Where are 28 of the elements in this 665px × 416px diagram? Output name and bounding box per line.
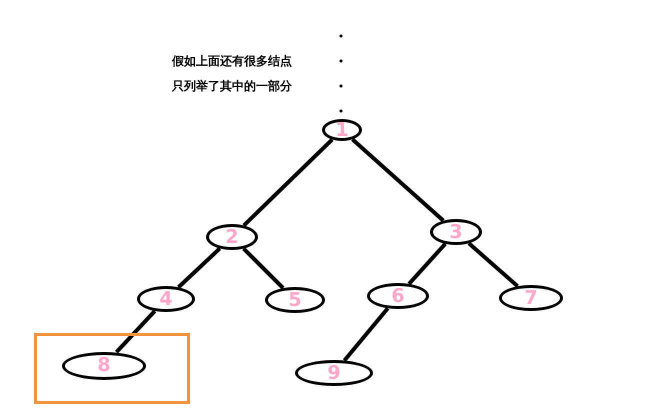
tree-node-ellipse xyxy=(137,286,195,312)
node-number: 4 xyxy=(159,290,173,308)
node-number: 8 xyxy=(97,356,111,375)
tree-node-ellipse xyxy=(322,119,362,141)
tree-edge-line xyxy=(408,242,447,286)
tree-edge-line xyxy=(351,138,445,222)
note-text: 假如上面还有很多结点 xyxy=(172,53,292,70)
tree-node-ellipse xyxy=(499,285,563,311)
tree-node-ellipse xyxy=(206,224,258,250)
tree-node-ellipse xyxy=(62,352,146,380)
tree-edge-line xyxy=(177,247,222,289)
highlight-frame xyxy=(34,332,190,404)
tree-node-ellipse xyxy=(430,219,482,245)
tree-node-ellipse xyxy=(295,360,373,386)
node-number: 7 xyxy=(524,288,538,308)
tree-edge-line xyxy=(468,242,519,288)
tree-edge-line xyxy=(342,307,390,362)
node-number: 6 xyxy=(391,286,405,306)
tree-edge-line xyxy=(242,247,284,290)
node-number: 1 xyxy=(335,120,349,140)
note-text: 只列举了其中的一部分 xyxy=(172,78,292,95)
node-number: 2 xyxy=(225,228,239,246)
node-number: 3 xyxy=(449,222,463,242)
node-number: 5 xyxy=(288,290,302,310)
node-number: 9 xyxy=(327,364,341,382)
tree-node-ellipse xyxy=(265,287,325,313)
tree-edge-line xyxy=(242,138,334,227)
tree-node-ellipse xyxy=(367,283,429,309)
